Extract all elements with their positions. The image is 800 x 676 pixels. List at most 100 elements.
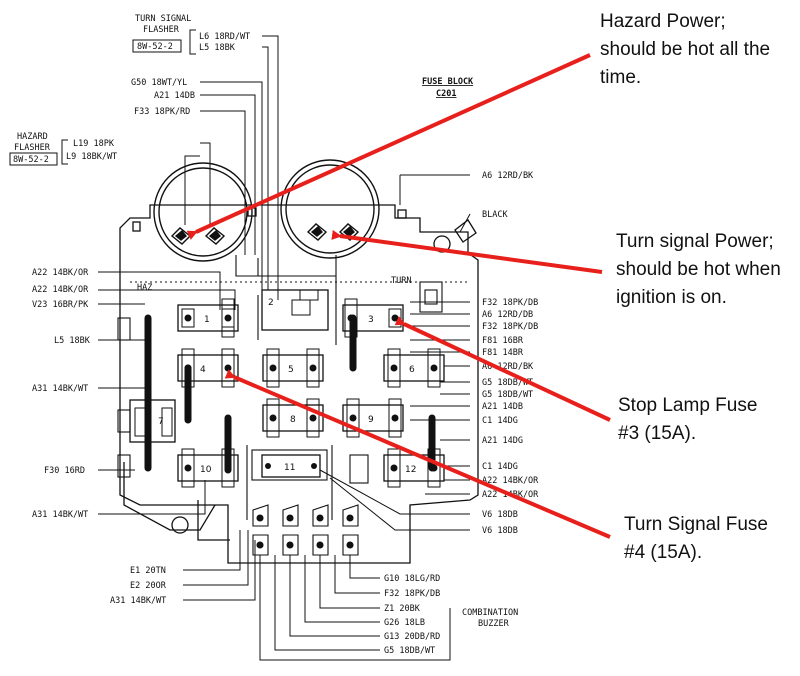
annotation-line: should be hot all the	[600, 39, 771, 60]
fuse-2-number: 2	[268, 298, 274, 308]
haz-section-label: HAZ	[137, 283, 152, 293]
buzzer-label-1: COMBINATION	[462, 608, 518, 618]
fuse-5: 5	[262, 348, 324, 388]
wire-label: F33 18PK/RD	[134, 107, 190, 117]
inner-housing-walls	[130, 255, 470, 520]
wire-label: E2 20OR	[130, 581, 167, 591]
stop-lamp-fuse-annotation: Stop Lamp Fuse #3 (15A).	[618, 392, 757, 448]
wire-label: A6 12RD/BK	[482, 362, 534, 372]
annotation-line: Turn Signal Fuse	[624, 514, 768, 535]
wire-label: G10 18LG/RD	[384, 574, 440, 584]
fuse-8: 8	[262, 398, 324, 438]
wire-label: L9 18BK/WT	[66, 152, 117, 162]
fuse-1-number: 1	[204, 315, 210, 325]
wire-label: V6 18DB	[482, 526, 518, 536]
wire-label: A22 14BK/OR	[32, 268, 89, 278]
wire-label: A6 12RD/BK	[482, 171, 534, 181]
hazard-flasher-socket	[153, 162, 253, 262]
annotation-arrows	[186, 53, 611, 539]
fuse-9: 9	[342, 398, 404, 438]
annotation-line: Stop Lamp Fuse	[618, 395, 758, 416]
wire-label: V23 16BR/PK	[32, 300, 89, 310]
annotation-line: should be hot when	[616, 259, 781, 280]
turn-signal-power-arrow	[331, 229, 603, 274]
turn-section-label: TURN	[391, 276, 411, 286]
turn-signal-flasher-ref: 8W-52-2	[137, 42, 173, 52]
hazard-flasher-ref: 8W-52-2	[13, 155, 49, 165]
fuse-2: 2	[261, 289, 329, 331]
fuse-1: 1	[177, 298, 239, 338]
fuse-11-number: 11	[284, 463, 295, 473]
flasher-brackets	[9, 29, 196, 166]
wire-label: V6 18DB	[482, 510, 518, 520]
hazard-power-arrow	[186, 53, 591, 240]
fuse-8-number: 8	[290, 415, 296, 425]
annotation-line: Turn signal Power;	[616, 231, 774, 252]
wire-label: F81 14BR	[482, 348, 524, 358]
turn-signal-flasher-label-2: FLASHER	[143, 25, 180, 35]
fuse-4-number: 4	[200, 365, 206, 375]
fuse-6-number: 6	[409, 365, 415, 375]
wire-label: G50 18WT/YL	[131, 78, 187, 88]
wire-leader-lines	[98, 35, 471, 661]
annotation-line: ignition is on.	[616, 287, 727, 308]
connector-id: C201	[436, 89, 456, 99]
wire-label: L5 18BK	[54, 336, 91, 346]
stop-lamp-fuse-arrow	[394, 316, 611, 422]
turn-signal-power-annotation: Turn signal Power; should be hot when ig…	[616, 228, 781, 312]
fuse-10-number: 10	[200, 465, 212, 475]
wire-label: A31 14BK/WT	[32, 510, 88, 520]
wire-label: A22 14BK/OR	[32, 285, 89, 295]
wire-label: F32 18PK/DB	[482, 322, 538, 332]
turn-signal-fuse-annotation: Turn Signal Fuse #4 (15A).	[624, 511, 768, 567]
annotation-line: #3 (15A).	[618, 423, 697, 444]
wire-label: A21 14DB	[482, 402, 523, 412]
hazard-flasher-label-2: FLASHER	[14, 143, 51, 153]
wire-label: C1 14DG	[482, 462, 518, 472]
fuse-5-number: 5	[288, 365, 294, 375]
wire-label: G26 18LB	[384, 618, 425, 628]
wire-label: F81 16BR	[482, 336, 524, 346]
turn-signal-flasher-label-1: TURN SIGNAL	[135, 14, 191, 24]
wire-label: A6 12RD/DB	[482, 310, 533, 320]
wire-label: L5 18BK	[199, 43, 236, 53]
turn-signal-flasher-socket	[280, 159, 380, 259]
hazard-power-annotation: Hazard Power; should be hot all the time…	[600, 8, 770, 92]
black-label: BLACK	[482, 210, 508, 220]
wire-label: L6 18RD/WT	[199, 32, 250, 42]
fuse-block-title: FUSE BLOCK	[422, 77, 474, 87]
wire-label: F32 18PK/DB	[384, 589, 440, 599]
wire-label: C1 14DG	[482, 416, 518, 426]
hazard-flasher-label-1: HAZARD	[17, 132, 48, 142]
wire-label: G13 20DB/RD	[384, 632, 440, 642]
fuse-7-number: 7	[158, 417, 164, 427]
annotation-line: time.	[600, 67, 642, 88]
wire-label: A21 14DB	[154, 91, 195, 101]
bus-bars	[144, 314, 436, 474]
wire-label: Z1 20BK	[384, 604, 421, 614]
wire-label: E1 20TN	[130, 566, 166, 576]
wire-label: A22 14BK/OR	[482, 476, 539, 486]
wire-label: F30 16RD	[44, 466, 85, 476]
fuse-7: 7	[129, 399, 176, 443]
turn-signal-fuse-arrow	[224, 369, 611, 539]
wire-label: A31 14BK/WT	[110, 596, 166, 606]
wire-label: A21 14DG	[482, 436, 523, 446]
fuse-9-number: 9	[368, 415, 374, 425]
fuse-6: 6	[383, 348, 445, 388]
connector-c201	[252, 504, 359, 556]
wire-label: A31 14BK/WT	[32, 384, 88, 394]
wire-label: G5 18DB/WT	[482, 390, 533, 400]
wire-label: F32 18PK/DB	[482, 298, 538, 308]
wire-label: L19 18PK	[73, 139, 115, 149]
wire-label: G5 18DB/WT	[482, 378, 533, 388]
buzzer-label-2: BUZZER	[478, 619, 510, 629]
wire-label: G5 18DB/WT	[384, 646, 435, 656]
fuse-3-number: 3	[368, 315, 374, 325]
fuse-12-number: 12	[405, 465, 416, 475]
diagram-labels: TURN SIGNAL FLASHER 8W-52-2 HAZARD FLASH…	[13, 14, 539, 656]
annotation-line: Hazard Power;	[600, 11, 726, 32]
annotation-line: #4 (15A).	[624, 542, 703, 563]
